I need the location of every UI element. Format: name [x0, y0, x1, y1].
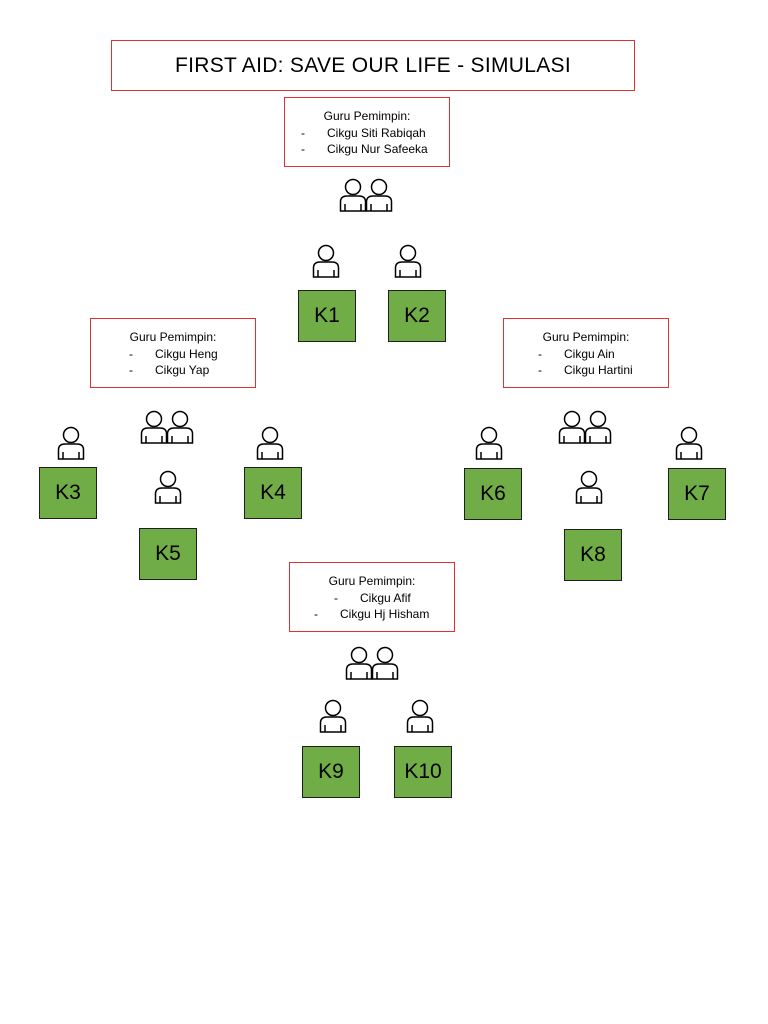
leader-box-top: Guru Pemimpin: -Cikgu Siti Rabiqah -Cikg… [284, 97, 450, 167]
leader-heading: Guru Pemimpin: [328, 574, 416, 588]
group-box-k9: K9 [302, 746, 360, 798]
teacher-item: -Cikgu Heng [129, 346, 218, 361]
person-outline-icon [57, 426, 85, 460]
teacher-list: -Cikgu Afif -Cikgu Hj Hisham [290, 590, 454, 623]
person-outline-icon [154, 470, 182, 504]
two-people-icon [140, 410, 196, 444]
teacher-list: -Cikgu Ain -Cikgu Hartini [504, 346, 668, 379]
group-box-k10: K10 [394, 746, 452, 798]
two-people-icon [558, 410, 614, 444]
teacher-list: -Cikgu Siti Rabiqah -Cikgu Nur Safeeka [285, 125, 449, 158]
person-outline-icon [675, 426, 703, 460]
leader-box-right: Guru Pemimpin: -Cikgu Ain -Cikgu Hartini [503, 318, 669, 388]
teacher-list: -Cikgu Heng -Cikgu Yap [91, 346, 255, 379]
teacher-item: -Cikgu Yap [129, 363, 210, 377]
person-outline-icon [312, 244, 340, 278]
teacher-item: -Cikgu Nur Safeeka [301, 142, 428, 156]
group-box-k2: K2 [388, 290, 446, 342]
teacher-item: -Cikgu Afif [334, 590, 411, 605]
group-box-k4: K4 [244, 467, 302, 519]
group-box-k8: K8 [564, 529, 622, 581]
group-box-k6: K6 [464, 468, 522, 520]
group-box-k1: K1 [298, 290, 356, 342]
two-people-icon [339, 178, 395, 212]
leader-heading: Guru Pemimpin: [129, 330, 217, 344]
group-box-k3: K3 [39, 467, 97, 519]
person-outline-icon [319, 699, 347, 733]
teacher-item: -Cikgu Hj Hisham [314, 607, 430, 621]
diagram-title: FIRST AID: SAVE OUR LIFE - SIMULASI [111, 40, 635, 91]
leader-box-left: Guru Pemimpin: -Cikgu Heng -Cikgu Yap [90, 318, 256, 388]
leader-heading: Guru Pemimpin: [323, 109, 411, 123]
group-box-k7: K7 [668, 468, 726, 520]
person-outline-icon [575, 470, 603, 504]
teacher-item: -Cikgu Siti Rabiqah [301, 125, 426, 140]
teacher-item: -Cikgu Ain [538, 346, 615, 361]
person-outline-icon [256, 426, 284, 460]
teacher-item: -Cikgu Hartini [538, 363, 633, 377]
person-outline-icon [406, 699, 434, 733]
two-people-icon [345, 646, 401, 680]
leader-heading: Guru Pemimpin: [542, 330, 630, 344]
person-outline-icon [394, 244, 422, 278]
group-box-k5: K5 [139, 528, 197, 580]
leader-box-bottom: Guru Pemimpin: -Cikgu Afif -Cikgu Hj His… [289, 562, 455, 632]
person-outline-icon [475, 426, 503, 460]
